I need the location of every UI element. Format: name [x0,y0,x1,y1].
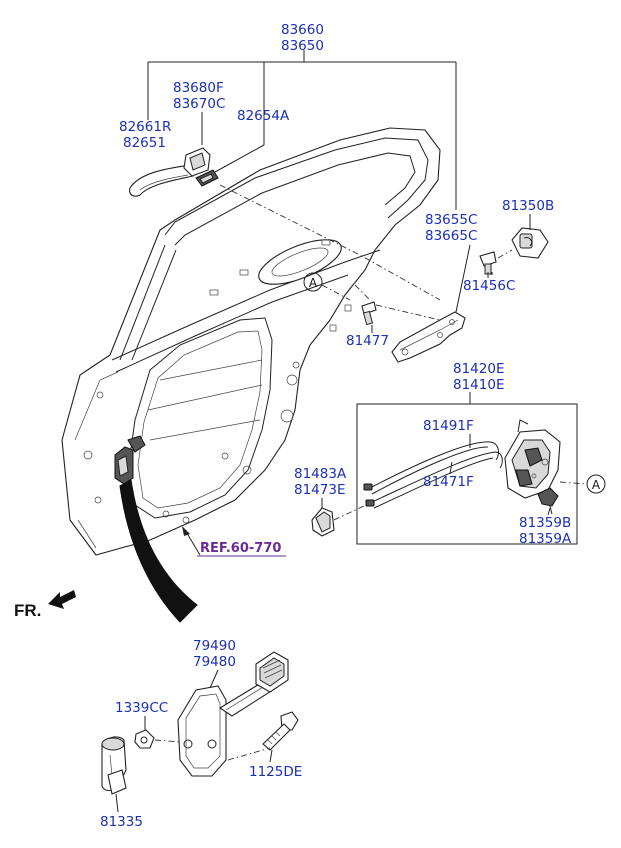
part-labels: 83660 83650 83680F 83670C 82661R 82651 8… [100,22,572,830]
label-83680F[interactable]: 83680F [173,80,224,96]
svg-text:A: A [309,276,318,290]
label-82661R[interactable]: 82661R [119,119,171,135]
label-81456C[interactable]: 81456C [463,278,515,294]
label-1339CC[interactable]: 1339CC [115,700,168,716]
cap-81335[interactable] [101,736,127,795]
screw-81477[interactable] [361,301,377,332]
label-1125DE[interactable]: 1125DE [249,764,302,780]
bracket-83660 [147,50,457,210]
label-83670C[interactable]: 83670C [173,96,225,112]
front-direction-indicator: FR. [14,590,76,620]
bolt-1125DE[interactable] [227,711,299,761]
label-81483A[interactable]: 81483A [294,466,347,482]
latch-assembly-box [356,392,578,545]
inside-handle-83655C[interactable] [391,311,466,363]
cable-81471F[interactable] [365,451,503,509]
label-81491F[interactable]: 81491F [423,418,474,434]
label-81350B[interactable]: 81350B [502,198,554,214]
label-81473E[interactable]: 81473E [294,482,345,498]
label-81410E[interactable]: 81410E [453,377,504,393]
callout-a-door: A [303,272,351,301]
label-82654A[interactable]: 82654A [237,108,290,124]
leader-lines [115,214,551,813]
door-checker-mount [114,435,146,485]
outside-handle-82651[interactable] [129,164,194,197]
label-81420E[interactable]: 81420E [453,361,504,377]
svg-text:A: A [592,478,601,492]
label-81335[interactable]: 81335 [100,814,143,830]
checker-reference-arrow [119,479,198,623]
nut-1339CC[interactable] [134,729,181,749]
actuator-81359B[interactable] [537,487,559,515]
handle-cover-83680F[interactable] [183,147,211,177]
fr-arrow-icon [48,590,76,609]
striker-81350B[interactable] [511,227,549,259]
label-83650[interactable]: 83650 [281,38,324,54]
callout-a-latch: A [559,474,606,494]
label-81471F[interactable]: 81471F [423,474,474,490]
label-81359A[interactable]: 81359A [519,531,572,547]
label-79490[interactable]: 79490 [193,638,236,654]
handle-gasket-82654A[interactable] [195,169,219,187]
label-82651[interactable]: 82651 [123,135,166,151]
label-81477[interactable]: 81477 [346,333,389,349]
door-latch-81420E[interactable] [504,419,561,499]
bolt-81456C[interactable] [479,251,497,275]
label-83665C[interactable]: 83665C [425,228,477,244]
fr-label: FR. [14,601,41,620]
label-81359B[interactable]: 81359B [519,515,571,531]
ref-callout[interactable]: REF.60-770 [182,526,286,557]
rod-clip-81483A[interactable] [311,504,367,537]
door-checker-79490[interactable] [177,651,289,777]
label-79480[interactable]: 79480 [193,654,236,670]
label-83660[interactable]: 83660 [281,22,324,38]
label-83655C[interactable]: 83655C [425,212,477,228]
door-panel [61,127,441,556]
ref-label[interactable]: REF.60-770 [200,541,281,556]
